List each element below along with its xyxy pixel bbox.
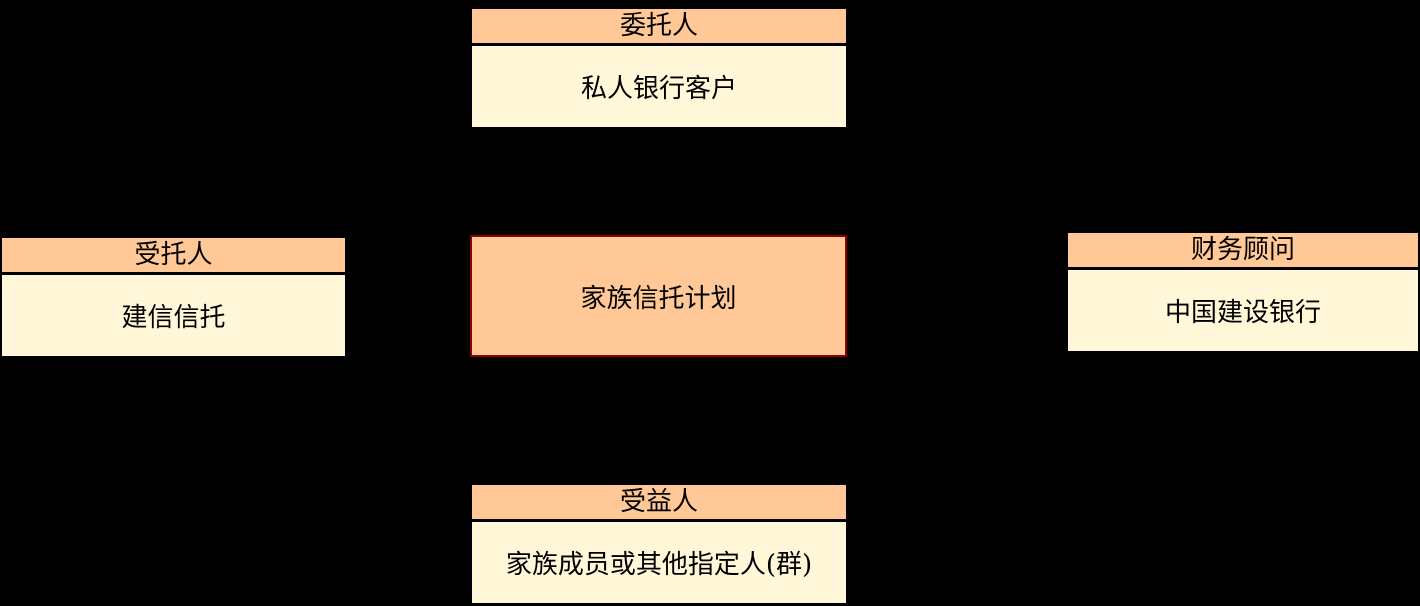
financial-advisor-box: 财务顾问 中国建设银行 xyxy=(1068,233,1418,351)
trustee-box: 受托人 建信信托 xyxy=(2,238,345,356)
trustee-name: 建信信托 xyxy=(2,275,345,356)
beneficiary-box: 受益人 家族成员或其他指定人(群) xyxy=(472,485,846,603)
settlor-box: 委托人 私人银行客户 xyxy=(472,9,846,127)
beneficiary-name: 家族成员或其他指定人(群) xyxy=(472,522,846,603)
advisor-name: 中国建设银行 xyxy=(1068,270,1418,351)
settlor-name: 私人银行客户 xyxy=(472,46,846,127)
beneficiary-role-label: 受益人 xyxy=(472,485,846,522)
trustee-role-label: 受托人 xyxy=(2,238,345,275)
settlor-role-label: 委托人 xyxy=(472,9,846,46)
advisor-role-label: 财务顾问 xyxy=(1068,233,1418,270)
family-trust-plan-box: 家族信托计划 xyxy=(470,235,847,357)
